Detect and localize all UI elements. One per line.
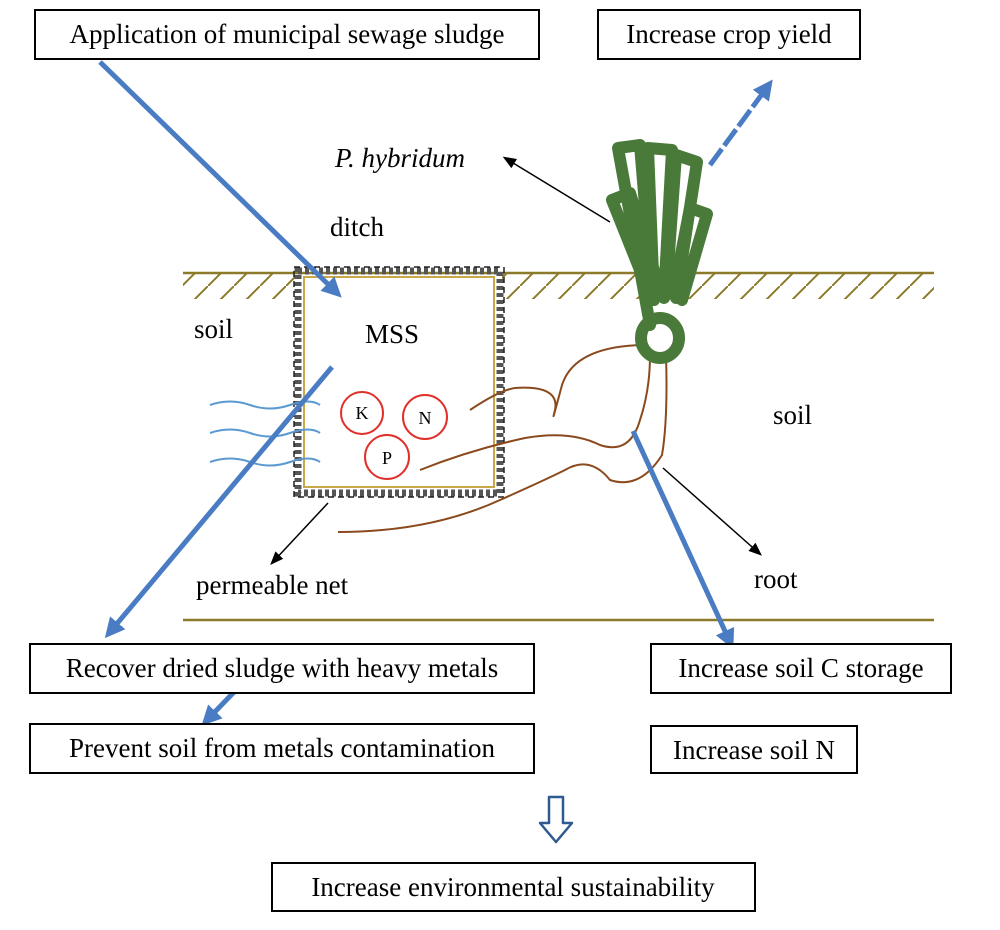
nutrient-k-label: K bbox=[356, 403, 369, 423]
nutrient-k: K bbox=[340, 391, 384, 435]
box-recover-text: Recover dried sludge with heavy metals bbox=[66, 653, 499, 683]
box-crop-yield: Increase crop yield bbox=[597, 9, 861, 60]
arrow-plant-to-crop-yield bbox=[707, 79, 773, 167]
box-crop-yield-text: Increase crop yield bbox=[626, 19, 832, 49]
label-mss: MSS bbox=[365, 319, 419, 349]
pointer-net bbox=[270, 502, 329, 565]
pointer-plant bbox=[502, 156, 611, 223]
box-application: Application of municipal sewage sludge bbox=[34, 9, 540, 60]
hollow-down-arrow bbox=[538, 795, 574, 844]
nutrient-p-label: P bbox=[382, 448, 392, 468]
label-plant: P. hybridum bbox=[334, 143, 465, 173]
label-permeable-net: permeable net bbox=[196, 570, 349, 600]
box-soil-n: Increase soil N bbox=[650, 725, 858, 774]
box-prevent-text: Prevent soil from metals contamination bbox=[69, 733, 495, 763]
nutrient-n-label: N bbox=[419, 408, 432, 428]
box-soil-n-text: Increase soil N bbox=[673, 735, 835, 765]
arrow-recover-to-prevent bbox=[201, 688, 238, 726]
box-soil-c-text: Increase soil C storage bbox=[678, 653, 923, 683]
box-soil-c: Increase soil C storage bbox=[650, 643, 952, 694]
nutrient-n: N bbox=[402, 394, 448, 440]
pointer-root bbox=[662, 467, 763, 556]
flow-arrows bbox=[98, 60, 773, 726]
box-recover: Recover dried sludge with heavy metals bbox=[29, 643, 535, 694]
plant-roots bbox=[337, 344, 668, 533]
box-sustainability: Increase environmental sustainability bbox=[271, 862, 756, 912]
box-application-text: Application of municipal sewage sludge bbox=[70, 19, 505, 49]
label-soil-right: soil bbox=[773, 400, 812, 430]
label-soil-left: soil bbox=[194, 314, 233, 344]
ditch-net bbox=[293, 266, 505, 498]
arrow-ditch-to-recover bbox=[104, 365, 334, 639]
pointer-arrows bbox=[270, 156, 763, 565]
label-ditch: ditch bbox=[330, 212, 384, 242]
label-root: root bbox=[754, 564, 798, 594]
nutrient-p: P bbox=[364, 434, 410, 480]
arrow-root-to-soil-c bbox=[630, 429, 735, 650]
box-prevent: Prevent soil from metals contamination bbox=[29, 723, 535, 774]
arrow-application-to-ditch bbox=[98, 60, 342, 298]
water-waves bbox=[209, 400, 321, 467]
box-sustainability-text: Increase environmental sustainability bbox=[311, 872, 715, 902]
plant-icon bbox=[606, 139, 713, 364]
